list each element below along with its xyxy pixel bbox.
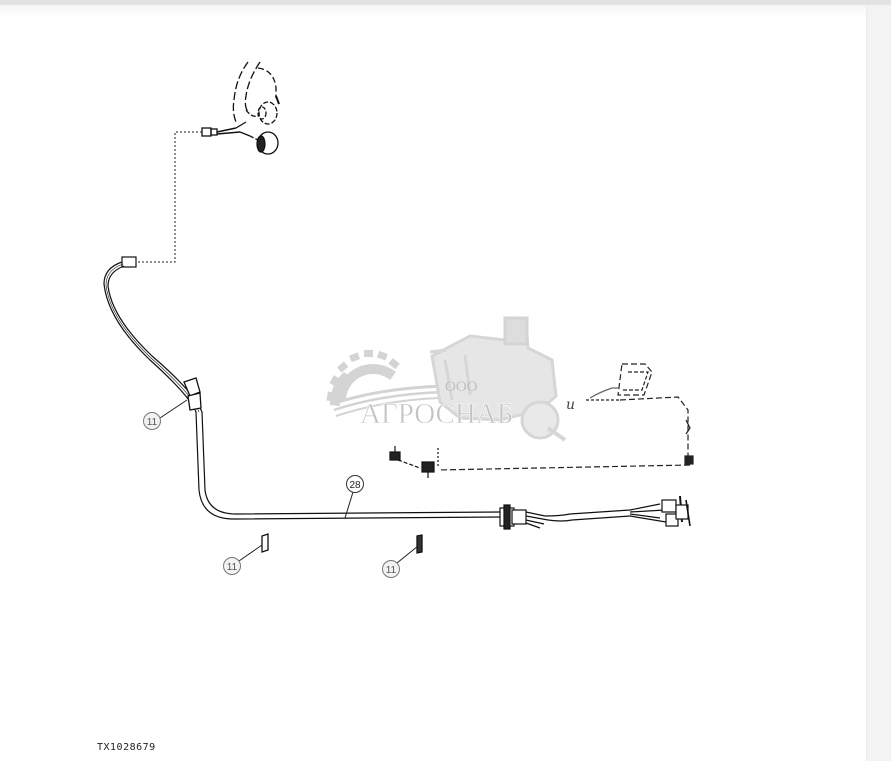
watermark-logo: ООО АГРОСНАБ — [326, 316, 567, 442]
callout-label: 11 — [386, 565, 397, 576]
upper-lamp-assembly — [201, 61, 280, 155]
harness-clip — [183, 377, 202, 411]
lamp-socket-upper — [257, 95, 280, 125]
main-wiring-harness — [103, 256, 691, 530]
lamp-socket-lower — [249, 131, 279, 155]
callout-leaders — [159, 399, 419, 564]
swoosh-icon — [331, 384, 446, 417]
dashed-connection-line-upper — [136, 131, 202, 263]
stray-mark: u — [566, 397, 575, 413]
harness-connector-right — [629, 495, 691, 527]
watermark-company-name: АГРОСНАБ — [360, 398, 513, 430]
viewer-top-bar — [0, 0, 891, 5]
callout-label: 11 — [147, 417, 158, 428]
callout-label: 28 — [349, 480, 361, 491]
callout-11-lower-right[interactable]: 11 — [382, 560, 400, 578]
callout-label: 11 — [227, 562, 238, 573]
combine-harvester-icon — [429, 316, 567, 442]
callout-11-upper[interactable]: 11 — [143, 412, 161, 430]
connector-plug-upper — [201, 121, 251, 137]
callout-11-lower-left[interactable]: 11 — [223, 557, 241, 575]
callout-28[interactable]: 28 — [346, 475, 364, 493]
harness-connector-middle — [499, 504, 631, 530]
loose-clip-right — [416, 534, 423, 554]
switch-connector-small — [389, 446, 439, 478]
watermark-prefix: ООО — [445, 379, 478, 395]
figure-id-label: TX1028679 — [97, 742, 156, 753]
viewer-scroll-gutter[interactable] — [866, 5, 891, 761]
loose-clip-left — [261, 533, 269, 553]
gear-icon — [326, 350, 400, 406]
diagram-canvas — [0, 16, 866, 761]
viewer-header-shade — [0, 5, 866, 16]
sensor-bracket-assembly — [437, 363, 694, 471]
